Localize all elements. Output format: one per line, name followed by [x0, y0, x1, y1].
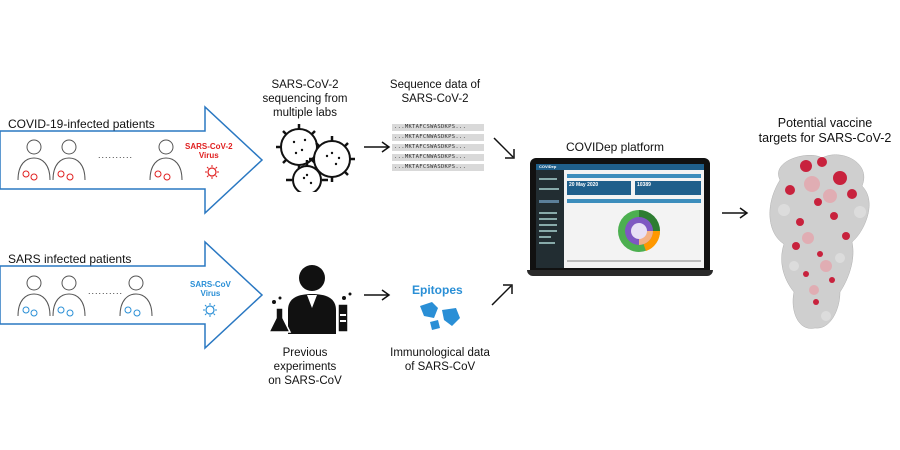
sequence-row: ...MKTAFCSWASDKPS...	[392, 164, 484, 171]
sequence-data-line: SARS-CoV-2	[401, 93, 469, 105]
patient-icons-covid	[17, 139, 183, 181]
immuno-line: Immunological data	[390, 347, 490, 359]
arrow-diagonal-up	[491, 284, 513, 306]
date-value: 20 May 2020	[569, 182, 599, 188]
app-sidebar	[536, 170, 564, 268]
arrow-diagonal-down	[493, 137, 515, 159]
patient-icon	[149, 139, 183, 181]
patient-icon	[17, 139, 51, 181]
sequence-data-label: Sequence data of SARS-CoV-2	[385, 78, 485, 106]
targets-line: Potential vaccine	[777, 116, 873, 130]
patient-icons-sars	[17, 275, 153, 317]
sars-cov-2-virus-label: SARS-CoV-2 Virus	[185, 142, 233, 160]
count-card	[635, 181, 701, 195]
sars-patients-label: SARS infected patients	[8, 252, 132, 266]
ellipsis-dots: ..........	[88, 286, 124, 296]
sequence-row: ...MKTAFCSWASDKPS...	[392, 124, 484, 131]
patient-icon	[17, 275, 51, 317]
arrow-covid-patients	[0, 105, 264, 215]
ellipsis-dots: ..........	[98, 150, 134, 160]
laptop: COVIDep 20 May 2020 10389	[527, 158, 713, 283]
sunburst-chart-icon	[618, 210, 661, 252]
laptop-base	[527, 270, 713, 276]
sequencing-line: SARS-CoV-2	[271, 79, 339, 91]
arrow-right-small	[364, 289, 391, 301]
arrow-right-to-protein	[722, 207, 749, 219]
covid-patients-label: COVID-19-infected patients	[8, 117, 155, 131]
virus-icon-blue	[203, 303, 217, 317]
virus-word: Virus	[198, 151, 219, 160]
patient-icon	[119, 275, 153, 317]
platform-title: COVIDep platform	[565, 140, 665, 154]
targets-line: targets for SARS-CoV-2	[758, 131, 892, 145]
app-footer-text	[567, 260, 701, 262]
sequencing-line: sequencing from	[262, 93, 348, 105]
app-subbanner	[567, 199, 701, 203]
laptop-screen: COVIDep 20 May 2020 10389	[536, 164, 704, 268]
count-value: 10389	[637, 182, 651, 188]
coronavirus-icon	[276, 124, 355, 192]
app-name: COVIDep	[539, 164, 557, 169]
scientist-icon	[268, 265, 352, 334]
sequence-row: ...MKTAFCNWASDKPS...	[392, 154, 484, 161]
experiments-line: on SARS-CoV	[268, 375, 342, 387]
virus-name: SARS-CoV-2	[185, 142, 233, 151]
sequencing-label: SARS-CoV-2 sequencing from multiple labs	[255, 78, 355, 120]
app-topbar	[536, 164, 704, 170]
sequence-data-line: Sequence data of	[389, 79, 481, 91]
sequence-row: ...MKTAFCNWASDKPS...	[392, 134, 484, 141]
virus-word: Virus	[200, 289, 221, 298]
date-card	[567, 181, 631, 195]
sequencing-line: multiple labs	[273, 107, 337, 119]
arrow-right-small	[364, 141, 391, 153]
sars-cov-virus-label: SARS-CoV Virus	[190, 280, 231, 298]
virus-icon-red	[205, 165, 219, 179]
targets-label: Potential vaccine targets for SARS-CoV-2	[755, 116, 895, 146]
sequence-row: ...MKTAFCSWASDKPS...	[392, 144, 484, 151]
immuno-line: of SARS-CoV	[404, 361, 476, 373]
virus-name: SARS-CoV	[190, 280, 231, 289]
epitopes-label: Epitopes	[412, 283, 463, 297]
sequence-rows: ...MKTAFCSWASDKPS... ...MKTAFCNWASDKPS..…	[392, 124, 484, 174]
patient-icon	[52, 275, 86, 317]
experiments-label: Previous experiments on SARS-CoV	[250, 346, 360, 388]
experiments-line: Previous experiments	[273, 347, 337, 373]
epitope-shapes-icon	[420, 302, 460, 330]
app-banner	[567, 174, 701, 178]
spike-protein-structure	[769, 154, 870, 329]
patient-icon	[52, 139, 86, 181]
immuno-label: Immunological data of SARS-CoV	[385, 346, 495, 374]
